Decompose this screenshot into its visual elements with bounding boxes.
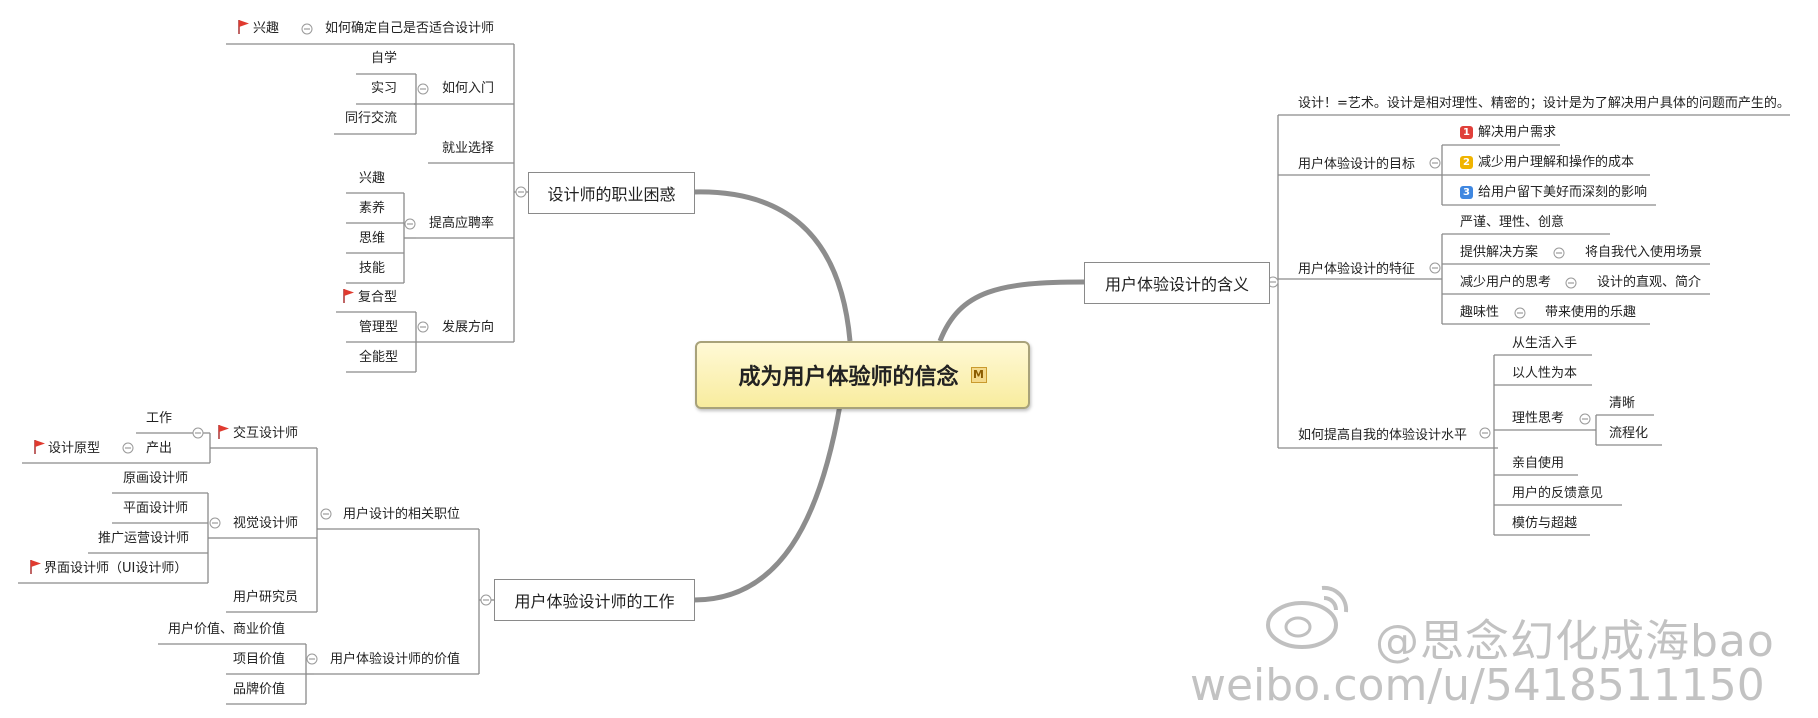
feature-item[interactable]: 减少用户的思考 [1460, 275, 1552, 290]
feature-item-child[interactable]: 设计的直观、简介 [1597, 275, 1702, 290]
role-interaction[interactable]: 交互设计师 [233, 426, 299, 441]
career-q2[interactable]: 如何入门 [442, 81, 495, 96]
work-roles[interactable]: 用户设计的相关职位 [343, 507, 461, 522]
priority-1-icon: 1 [1460, 126, 1473, 139]
flag-icon [238, 20, 249, 34]
meaning-feature[interactable]: 用户体验设计的特征 [1298, 262, 1416, 277]
flag-icon [34, 440, 45, 454]
flag-icon [343, 289, 354, 303]
career-q5-item[interactable]: 管理型 [359, 320, 399, 335]
priority-2-icon: 2 [1460, 156, 1473, 169]
feature-item-child[interactable]: 将自我代入使用场景 [1585, 245, 1703, 260]
topic-career-label: 设计师的职业困惑 [547, 185, 676, 204]
career-q3[interactable]: 就业选择 [442, 141, 495, 156]
improve-item[interactable]: 模仿与超越 [1512, 516, 1578, 531]
interaction-prototype[interactable]: 设计原型 [48, 441, 101, 456]
career-q4-item[interactable]: 技能 [359, 261, 386, 276]
goal-item[interactable]: 解决用户需求 [1478, 125, 1557, 140]
topic-meaning[interactable]: 用户体验设计的含义 [1084, 262, 1270, 304]
branch-work [693, 404, 843, 603]
visual-item[interactable]: 原画设计师 [123, 471, 189, 486]
rational-child[interactable]: 流程化 [1609, 426, 1649, 441]
central-topic[interactable]: 成为用户体验师的信念 M [695, 341, 1030, 409]
flag-icon [218, 425, 229, 439]
interaction-work[interactable]: 工作 [146, 411, 173, 426]
improve-item[interactable]: 亲自使用 [1512, 456, 1565, 471]
work-value[interactable]: 用户体验设计师的价值 [330, 652, 461, 667]
improve-item[interactable]: 理性思考 [1512, 411, 1565, 426]
visual-item[interactable]: 平面设计师 [123, 501, 189, 516]
career-q2-item[interactable]: 实习 [371, 81, 398, 96]
feature-item[interactable]: 提供解决方案 [1460, 245, 1539, 260]
improve-item[interactable]: 从生活入手 [1512, 336, 1578, 351]
topic-meaning-label: 用户体验设计的含义 [1104, 275, 1249, 294]
career-q5[interactable]: 发展方向 [442, 320, 495, 335]
central-topic-title: 成为用户体验师的信念 [738, 365, 959, 390]
visual-item[interactable]: 推广运营设计师 [98, 531, 190, 546]
meaning-goal[interactable]: 用户体验设计的目标 [1298, 157, 1416, 172]
topic-career[interactable]: 设计师的职业困惑 [528, 172, 695, 214]
visual-item-ui[interactable]: 界面设计师（UI设计师） [44, 561, 188, 576]
career-q4-item[interactable]: 思维 [359, 231, 386, 246]
career-q2-item[interactable]: 同行交流 [345, 111, 398, 126]
topic-work-label: 用户体验设计师的工作 [514, 592, 675, 611]
flag-icon [30, 560, 41, 574]
goal-item[interactable]: 给用户留下美好而深刻的影响 [1478, 185, 1648, 200]
career-q4-item[interactable]: 素养 [359, 201, 386, 216]
value-item[interactable]: 用户价值、商业价值 [168, 622, 286, 637]
career-q4[interactable]: 提高应聘率 [429, 216, 495, 231]
value-item[interactable]: 项目价值 [233, 652, 286, 667]
career-q2-item[interactable]: 自学 [371, 51, 398, 66]
career-q5-item[interactable]: 复合型 [358, 290, 398, 305]
marker-icon: M [970, 367, 987, 383]
career-q1-interest[interactable]: 兴趣 [253, 21, 280, 36]
topic-work[interactable]: 用户体验设计师的工作 [494, 579, 695, 621]
feature-item[interactable]: 严谨、理性、创意 [1460, 215, 1565, 230]
career-q5-item[interactable]: 全能型 [359, 350, 399, 365]
feature-item-child[interactable]: 带来使用的乐趣 [1545, 305, 1637, 320]
improve-item[interactable]: 以人性为本 [1512, 366, 1578, 381]
rational-child[interactable]: 清晰 [1609, 396, 1636, 411]
meaning-improve[interactable]: 如何提高自我的体验设计水平 [1298, 428, 1468, 443]
weibo-logo-icon [1266, 585, 1349, 649]
goal-item[interactable]: 减少用户理解和操作的成本 [1478, 155, 1635, 170]
priority-3-icon: 3 [1460, 186, 1473, 199]
watermark-url: weibo.com/u/5418511150 [1190, 660, 1765, 711]
branch-meaning [937, 279, 1085, 342]
value-item[interactable]: 品牌价值 [233, 682, 286, 697]
watermark-handle: @思念幻化成海bao [1375, 616, 1775, 667]
career-q1[interactable]: 如何确定自己是否适合设计师 [325, 21, 495, 36]
branch-career [693, 189, 853, 342]
improve-item[interactable]: 用户的反馈意见 [1512, 486, 1604, 501]
meaning-definition[interactable]: 设计！=艺术。设计是相对理性、精密的；设计是为了解决用户具体的问题而产生的。 [1298, 96, 1790, 111]
interaction-output[interactable]: 产出 [146, 441, 173, 456]
role-visual[interactable]: 视觉设计师 [233, 516, 299, 531]
role-researcher[interactable]: 用户研究员 [233, 590, 299, 605]
career-q4-item[interactable]: 兴趣 [359, 171, 386, 186]
feature-item[interactable]: 趣味性 [1460, 305, 1500, 320]
